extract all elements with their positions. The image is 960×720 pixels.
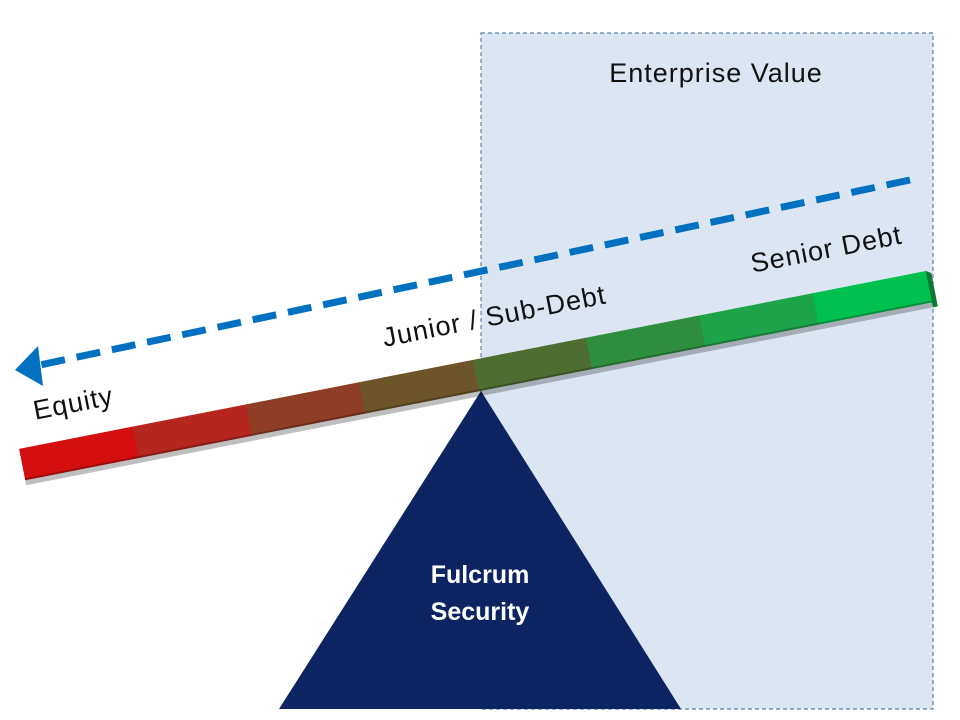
bar-segment [132, 404, 253, 459]
bar-segment [812, 270, 933, 325]
priority-arrow-line [39, 176, 911, 369]
equity-label: Equity [31, 381, 116, 426]
fulcrum-label-line1: Fulcrum [431, 561, 530, 589]
bar-end-face [925, 271, 938, 308]
bar-segment [359, 359, 480, 414]
fulcrum-label-line2: Security [431, 598, 530, 626]
bar-bottom-edge [24, 300, 933, 486]
capital-structure-bar [19, 270, 938, 486]
fulcrum-triangle [279, 391, 681, 709]
bar-segment [699, 293, 820, 347]
enterprise-value-label: Enterprise Value [609, 58, 823, 88]
bar-segment [245, 382, 366, 436]
priority-arrow-head [15, 346, 43, 386]
bar-segment [472, 337, 593, 392]
bar-segment [19, 426, 140, 481]
bar-segment [585, 315, 706, 370]
